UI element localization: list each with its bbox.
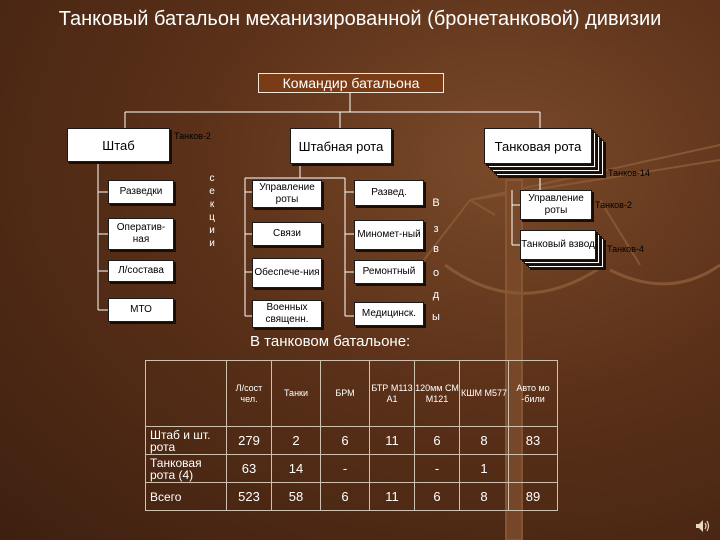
hq-company-platoons-v2: в [433, 243, 439, 255]
table-row: Всего 523 58 6 11 6 8 89 [145, 482, 558, 511]
hq-unit-logistics: МТО [108, 298, 174, 322]
col-header: БТР М113 А1 [369, 360, 415, 427]
table-cell: 6 [320, 426, 370, 455]
table-cell [369, 454, 415, 483]
table-cell: 1 [459, 454, 509, 483]
col-header: Авто мо -били [508, 360, 558, 427]
table-cell: 6 [414, 426, 460, 455]
col-header: Танки [271, 360, 321, 427]
table-cell: 8 [459, 482, 509, 511]
table-cell: 83 [508, 426, 558, 455]
row-label: Всего [145, 482, 227, 511]
table-header-row: Л/сост чел. Танки БРМ БТР М113 А1 120мм … [145, 360, 558, 427]
hq-sections-label: с е к ц и и [209, 173, 215, 249]
col-header: БРМ [320, 360, 370, 427]
hq-tank-note: Танков-2 [174, 131, 211, 141]
commander-box: Командир батальона [258, 73, 444, 93]
speaker-icon[interactable] [694, 518, 710, 534]
table-row: Танковая рота (4) 63 14 - - 1 [145, 454, 558, 483]
table-corner-cell [145, 360, 227, 427]
tank-company-control-note: Танков-2 [595, 200, 632, 210]
hq-label: Штаб [102, 137, 135, 153]
hq-company-platoons-o: о [432, 267, 440, 279]
hq-company-unit-mortar: Миномет-ный [354, 220, 424, 250]
table-cell: 523 [226, 482, 272, 511]
col-header: 120мм СМ М121 [414, 360, 460, 427]
hq-box: Штаб [67, 128, 170, 162]
tank-company-note: Танков-14 [608, 168, 650, 178]
table-cell: 6 [414, 482, 460, 511]
hq-company-platoons-y: ы [432, 311, 440, 323]
hq-company-unit-medical: Медицинск. [354, 302, 424, 326]
tank-company-control-box: Управление роты [520, 190, 592, 220]
tank-platoon-box: Танковый взвод [520, 230, 596, 260]
hq-company-unit-signals: Связи [252, 222, 322, 246]
table-cell: 11 [369, 426, 415, 455]
hq-company-unit-support: Обеспече-ния [252, 258, 322, 288]
table-cell: 8 [459, 426, 509, 455]
hq-company-unit-maintenance: Ремонтный [354, 260, 424, 284]
table-cell: 14 [271, 454, 321, 483]
tank-company-box: Танковая рота [484, 128, 592, 164]
hq-company-platoons-v: В [432, 197, 440, 209]
table-cell: 58 [271, 482, 321, 511]
hq-company-unit-chaplains: Военных священн. [252, 300, 322, 328]
page-title: Танковый батальон механизированной (брон… [58, 8, 662, 30]
table-cell: 63 [226, 454, 272, 483]
tank-company-label: Танковая рота [494, 138, 582, 154]
table-caption: В танковом батальоне: [250, 333, 411, 350]
table-row: Штаб и шт. рота 279 2 6 11 6 8 83 [145, 426, 558, 455]
hq-company-unit-control: Управление роты [252, 180, 322, 208]
table-cell [508, 454, 558, 483]
hq-unit-personnel: Л/состава [108, 260, 174, 282]
table-cell: 279 [226, 426, 272, 455]
col-header: Л/сост чел. [226, 360, 272, 427]
tank-platoon-note: Танков-4 [607, 244, 644, 254]
hq-company-platoons-z: з [433, 223, 439, 235]
table-cell: 89 [508, 482, 558, 511]
hq-company-unit-scout: Развед. [354, 180, 424, 206]
table-cell: - [414, 454, 460, 483]
hq-company-box: Штабная рота [290, 128, 392, 164]
table-cell: 6 [320, 482, 370, 511]
hq-unit-operations: Оператив-ная [108, 218, 174, 250]
row-label: Танковая рота (4) [145, 454, 227, 483]
hq-unit-recon: Разведки [108, 180, 174, 204]
col-header: КШМ М577 [459, 360, 509, 427]
hq-company-platoons-d: д [432, 289, 440, 301]
row-label: Штаб и шт. рота [145, 426, 227, 455]
table-cell: 11 [369, 482, 415, 511]
table-cell: 2 [271, 426, 321, 455]
summary-table: Л/сост чел. Танки БРМ БТР М113 А1 120мм … [145, 360, 558, 511]
table-cell: - [320, 454, 370, 483]
hq-company-label: Штабная рота [298, 138, 384, 154]
